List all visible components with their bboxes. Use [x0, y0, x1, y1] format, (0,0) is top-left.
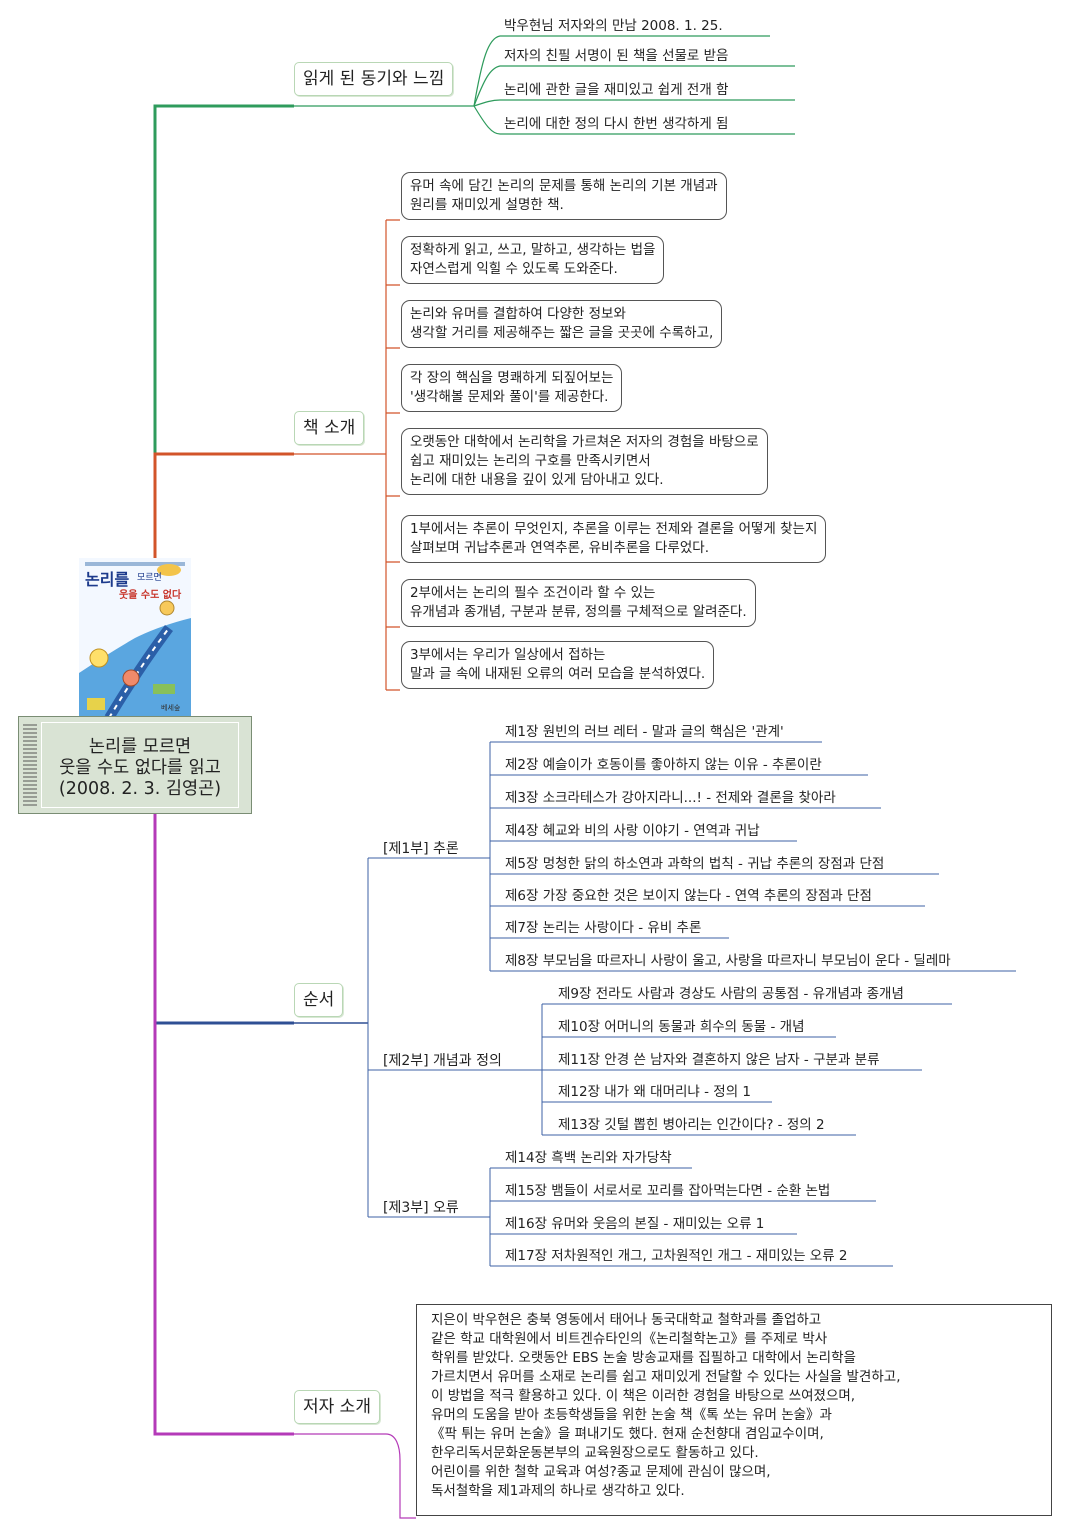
branch-motivation-label: 읽게 된 동기와 느낌 [303, 69, 445, 89]
branch-author-label: 저자 소개 [303, 1397, 371, 1417]
branch-order-label: 순서 [303, 990, 335, 1010]
branch-order[interactable]: 순서 [294, 983, 344, 1017]
intro-box[interactable]: 오랫동안 대학에서 논리학을 가르쳐온 저자의 경험을 바탕으로 쉽고 재미있는… [401, 428, 768, 495]
spiral-binding-icon [23, 724, 37, 806]
chapter-item[interactable]: 제16장 유머와 웃음의 본질 - 재미있는 오류 1 [505, 1216, 765, 1232]
chapter-item[interactable]: 제13장 깃털 뽑힌 병아리는 인간이다? - 정의 2 [558, 1117, 825, 1133]
chapter-item[interactable]: 제9장 전라도 사람과 경상도 사람의 공통점 - 유개념과 종개념 [558, 986, 904, 1002]
motivation-item[interactable]: 논리에 대한 정의 다시 한번 생각하게 됨 [504, 116, 729, 132]
chapter-item[interactable]: 제10장 어머니의 동물과 희수의 동물 - 개념 [558, 1019, 805, 1035]
chapter-item[interactable]: 제17장 저차원적인 개그, 고차원적인 개그 - 재미있는 오류 2 [505, 1248, 848, 1264]
chapter-item[interactable]: 제2장 예슬이가 호동이를 좋아하지 않는 이유 - 추론이란 [505, 757, 822, 773]
motivation-item[interactable]: 박우현님 저자와의 만남 2008. 1. 25. [504, 18, 723, 34]
cover-title-1: 논리를 [85, 570, 130, 589]
chapter-item[interactable]: 제11장 안경 쓴 남자와 결혼하지 않은 남자 - 구분과 분류 [558, 1052, 880, 1068]
chapter-item[interactable]: 제3장 소크라테스가 강아지라니...! - 전제와 결론을 찾아라 [505, 790, 836, 806]
chapter-item[interactable]: 제4장 혜교와 비의 사랑 이야기 - 연역과 귀납 [505, 823, 760, 839]
part-1-label[interactable]: [제1부] 추론 [383, 841, 459, 857]
branch-author[interactable]: 저자 소개 [294, 1390, 380, 1424]
branch-intro[interactable]: 책 소개 [294, 411, 365, 445]
cover-title-2: 모르면 [137, 573, 162, 583]
intro-box[interactable]: 정확하게 읽고, 쓰고, 말하고, 생각하는 법을 자연스럽게 익힐 수 있도록… [401, 236, 665, 284]
intro-box[interactable]: 2부에서는 논리의 필수 조건이라 할 수 있는 유개념과 종개념, 구분과 분… [401, 579, 756, 627]
cover-publisher: 베세숲 [161, 704, 181, 712]
author-description[interactable]: 지은이 박우현은 충북 영동에서 태어나 동국대학교 철학과를 졸업하고 같은 … [416, 1304, 1052, 1516]
chapter-item[interactable]: 제7장 논리는 사랑이다 - 유비 추론 [505, 920, 702, 936]
intro-box[interactable]: 논리와 유머를 결합하여 다양한 정보와 생각할 거리를 제공해주는 짧은 글을… [401, 300, 723, 348]
author-connectors [153, 812, 416, 1519]
chapter-item[interactable]: 제15장 뱀들이 서로서로 꼬리를 잡아먹는다면 - 순환 논법 [505, 1183, 831, 1199]
part-3-label[interactable]: [제3부] 오류 [383, 1200, 459, 1216]
chapter-item[interactable]: 제12장 내가 왜 대머리냐 - 정의 1 [558, 1084, 752, 1100]
chapter-item[interactable]: 제14장 흑백 논리와 자가당착 [505, 1150, 672, 1166]
branch-intro-label: 책 소개 [303, 418, 356, 438]
intro-box[interactable]: 1부에서는 추론이 무엇인지, 추론을 이루는 전제와 결론을 어떻게 찾는지 … [401, 515, 827, 563]
book-cover-image: 논리를 모르면 웃을 수도 없다 베세숲 [79, 558, 191, 718]
chapter-item[interactable]: 제6장 가장 중요한 것은 보이지 않는다 - 연역 추론의 장점과 단점 [505, 888, 872, 904]
motivation-item[interactable]: 논리에 관한 글을 재미있고 쉽게 전개 함 [504, 82, 729, 98]
motivation-item[interactable]: 저자의 친필 서명이 된 책을 선물로 받음 [504, 48, 729, 64]
intro-box[interactable]: 각 장의 핵심을 명쾌하게 되짚어보는 '생각해볼 문제와 풀이'를 제공한다. [401, 364, 623, 412]
central-topic[interactable]: 논리를 모르면 웃을 수도 없다를 읽고 (2008. 2. 3. 김영곤) [18, 716, 252, 814]
part-2-label[interactable]: [제2부] 개념과 정의 [383, 1053, 502, 1069]
motivation-connectors [153, 104, 294, 560]
intro-connectors [153, 219, 400, 691]
branch-motivation[interactable]: 읽게 된 동기와 느낌 [294, 62, 454, 96]
cover-title-3: 웃을 수도 없다 [119, 590, 182, 601]
central-topic-title: 논리를 모르면 웃을 수도 없다를 읽고 (2008. 2. 3. 김영곤) [41, 722, 239, 808]
intro-box[interactable]: 유머 속에 담긴 논리의 문제를 통해 논리의 기본 개념과 원리를 재미있게 … [401, 172, 727, 220]
chapter-item[interactable]: 제8장 부모님을 따르자니 사랑이 울고, 사랑을 따르자니 부모님이 운다 -… [505, 953, 951, 969]
intro-box[interactable]: 3부에서는 우리가 일상에서 접하는 말과 글 속에 내재된 오류의 여러 모습… [401, 641, 715, 689]
chapter-item[interactable]: 제5장 멍청한 닭의 하소연과 과학의 법칙 - 귀납 추론의 장점과 단점 [505, 856, 885, 872]
chapter-item[interactable]: 제1장 원빈의 러브 레터 - 말과 글의 핵심은 '관계' [505, 724, 784, 740]
